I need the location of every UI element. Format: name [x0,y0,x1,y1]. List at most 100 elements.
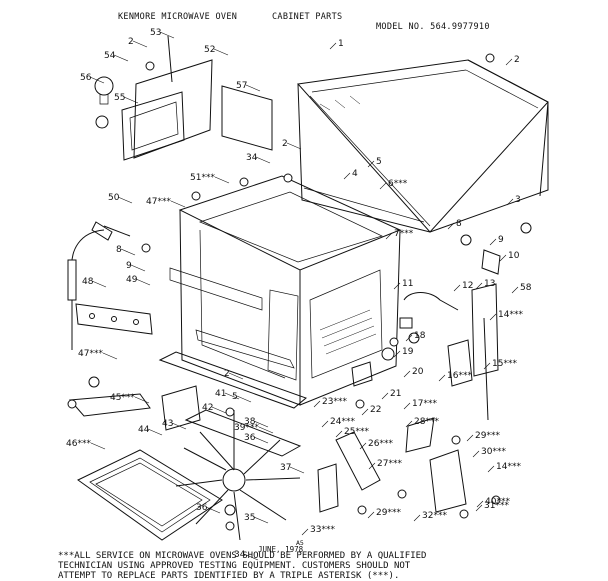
part-callout: 4 [352,169,358,179]
part-callout: 24*** [330,417,355,427]
footnote-line: TECHNICIAN USING APPROVED TESTING EQUIPM… [58,561,411,571]
callout-leader-line [368,462,376,470]
part-callout: 44 [138,425,150,435]
callout-leader-line [91,280,107,288]
callout-leader-line [476,500,484,508]
part-callout: 2 [282,139,288,149]
part-callout: 48 [82,277,94,287]
part-callout: 5 [376,157,382,167]
callout-leader-line [447,222,455,230]
part-callout: 56 [80,73,92,83]
door-front-frame [158,351,307,457]
callout-leader-line [385,232,393,240]
callout-leader-line [489,313,497,321]
part-callout: 22 [370,405,381,415]
callout-leader-line [329,42,337,50]
callout-leader-line [253,516,269,524]
callout-leader-line [321,420,329,428]
callout-leader-line [134,396,150,404]
part-callout: 34 [234,550,246,560]
part-callout: 36 [196,503,208,513]
callout-leader-line [489,238,497,246]
part-callout: 17*** [412,399,437,409]
model-number: MODEL NO. 564.9977910 [376,22,490,32]
part-callout: 20 [412,367,424,377]
callout-leader-line [90,442,106,450]
callout-leader-line [301,528,309,536]
callout-leader-line [335,430,343,438]
part-callout: 38 [244,417,256,427]
callout-leader-line [413,514,421,522]
callout-leader-line [213,48,229,56]
callout-leader-line [135,278,151,286]
callout-leader-line [120,248,136,256]
service-footnote: ***ALL SERVICE ON MICROWAVE OVENS SHOULD… [58,551,578,581]
callout-leader-line [379,182,387,190]
callout-leader-line [393,282,401,290]
callout-leader-line [102,352,118,360]
footnote-line: ***ALL SERVICE ON MICROWAVE OVENS SHOULD… [58,551,427,561]
callout-leader-line [343,172,351,180]
light-assembly [94,35,273,161]
part-callout: 27*** [377,459,402,469]
part-callout: 46*** [66,439,91,449]
part-callout: 55 [114,93,125,103]
part-callout: 14*** [498,310,523,320]
callout-leader-line [483,362,491,370]
callout-leader-line [159,31,175,39]
drawing-ref: A5 [296,539,304,547]
callout-leader-line [171,422,187,430]
callout-leader-line [130,264,146,272]
part-callout: 40*** [485,497,510,507]
part-callout: 41 [215,389,226,399]
part-callout: 11 [402,279,413,289]
part-callout: 49 [126,275,138,285]
part-callout: 33*** [310,525,335,535]
callout-leader-line [381,392,389,400]
part-callout: 29*** [475,431,500,441]
callout-leader-line [211,406,227,414]
part-callout: 57 [236,81,247,91]
oven-chassis [169,175,402,406]
part-callout: 8 [456,219,462,229]
part-callout: 15*** [492,359,517,369]
callout-leader-line [253,436,269,444]
part-callout: 30*** [481,447,506,457]
callout-leader-line [403,370,411,378]
part-callout: 2 [128,37,134,47]
drawing-date: JUNE, 1978 [258,545,304,554]
callout-leader-line [472,450,480,458]
callout-leader-line [313,400,321,408]
stirrer-fan [175,410,301,541]
part-callout: 52 [204,45,215,55]
callout-leaders [89,31,519,561]
callout-leader-line [113,54,129,62]
callout-leader-line [123,96,139,104]
callout-leader-line [475,282,483,290]
control-and-interlock-parts [317,53,532,513]
part-callout: 9 [126,261,132,271]
part-callout: 6*** [388,179,408,189]
callout-leader-line [466,434,474,442]
callout-leader-line [367,511,375,519]
part-callout: 9 [498,235,504,245]
part-callout: 28*** [414,417,439,427]
part-callout: 26*** [368,439,393,449]
callout-leader-line [205,506,221,514]
callout-leader-line [475,504,483,512]
screws-and-fasteners [67,61,501,531]
part-callout: 45*** [110,393,135,403]
part-callout: 10 [508,251,520,261]
part-callout: 2 [514,55,520,65]
callout-leader-line [258,426,274,434]
part-callout: 31*** [484,501,509,511]
part-callout: 18 [414,331,426,341]
part-callout: 58 [520,283,532,293]
callout-leader-line [367,160,375,168]
callout-leader-line [361,408,369,416]
part-callout: 21 [390,389,401,399]
callout-leader-line [170,200,186,208]
part-callout: 16*** [447,371,472,381]
callout-leader-line [89,76,105,84]
